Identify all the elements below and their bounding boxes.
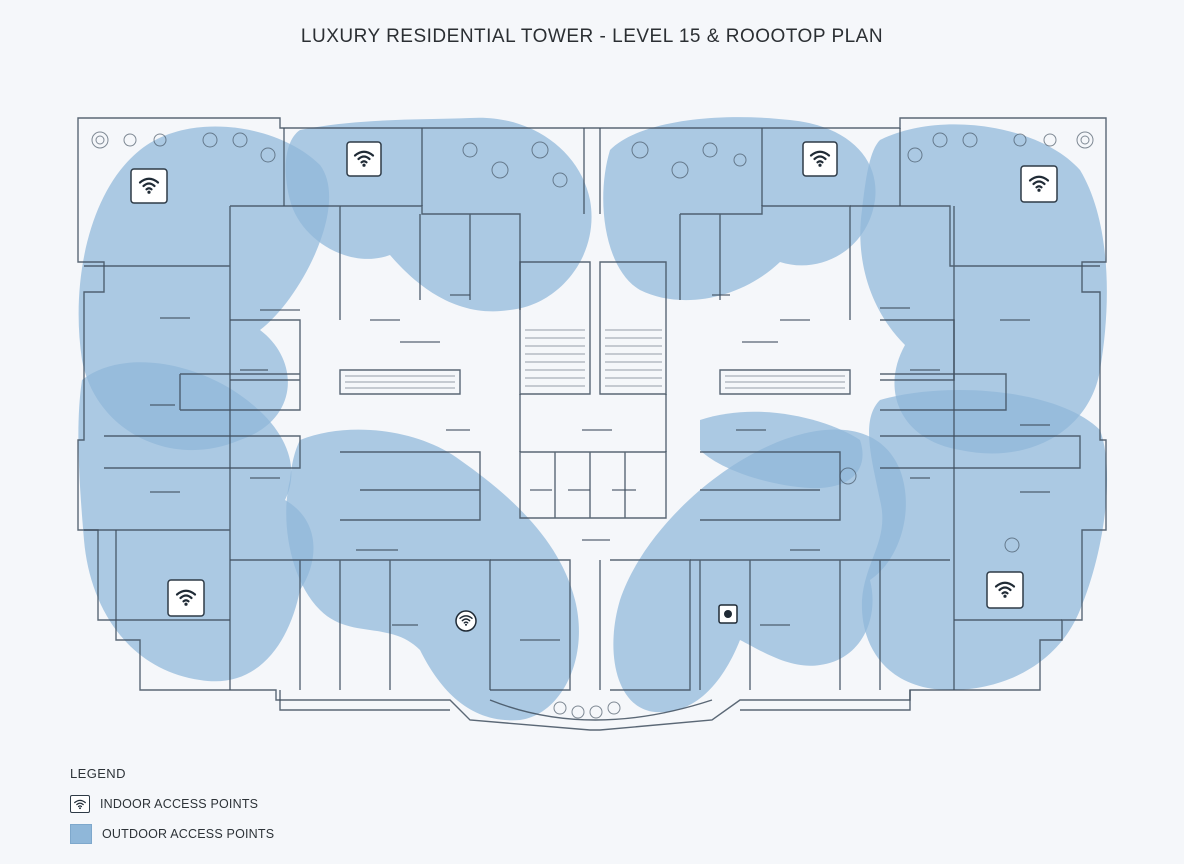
wifi-icon bbox=[70, 795, 90, 813]
ap-indoor-right bbox=[718, 604, 738, 624]
page-title: LUXURY RESIDENTIAL TOWER - LEVEL 15 & RO… bbox=[300, 26, 884, 47]
legend-row-indoor: INDOOR ACCESS POINTS bbox=[70, 793, 274, 815]
coverage-zone-sw-center bbox=[286, 429, 579, 721]
building-walls bbox=[77, 117, 1107, 731]
rooftop-planters bbox=[91, 131, 1094, 719]
legend-outdoor-label: OUTDOOR ACCESS POINTS bbox=[102, 827, 275, 841]
legend-row-outdoor: OUTDOOR ACCESS POINTS bbox=[70, 823, 274, 845]
ap-rooftop-n-left bbox=[346, 141, 382, 177]
access-points bbox=[130, 141, 1058, 632]
coverage-zones bbox=[78, 117, 1108, 721]
coverage-zone-w bbox=[78, 362, 314, 682]
room-label-marks bbox=[150, 294, 1050, 641]
legend: LEGEND INDOOR ACCESS POINTS OUTDOOR ACCE… bbox=[70, 766, 274, 853]
ap-rooftop-nw bbox=[130, 168, 168, 204]
coverage-zone-se-center bbox=[613, 429, 906, 713]
legend-title: LEGEND bbox=[70, 766, 126, 781]
coverage-swatch bbox=[70, 824, 92, 844]
ap-dot-icon bbox=[724, 610, 732, 618]
legend-indoor-label: INDOOR ACCESS POINTS bbox=[100, 797, 259, 811]
ap-rooftop-ne bbox=[1020, 165, 1058, 203]
outer-outline bbox=[77, 117, 1107, 731]
ap-terrace-se bbox=[986, 571, 1024, 609]
coverage-zone-e bbox=[861, 390, 1108, 690]
ap-rooftop-n-right bbox=[802, 141, 838, 177]
ap-terrace-sw bbox=[167, 579, 205, 617]
ap-indoor-left bbox=[455, 610, 477, 632]
stairs bbox=[345, 329, 845, 389]
